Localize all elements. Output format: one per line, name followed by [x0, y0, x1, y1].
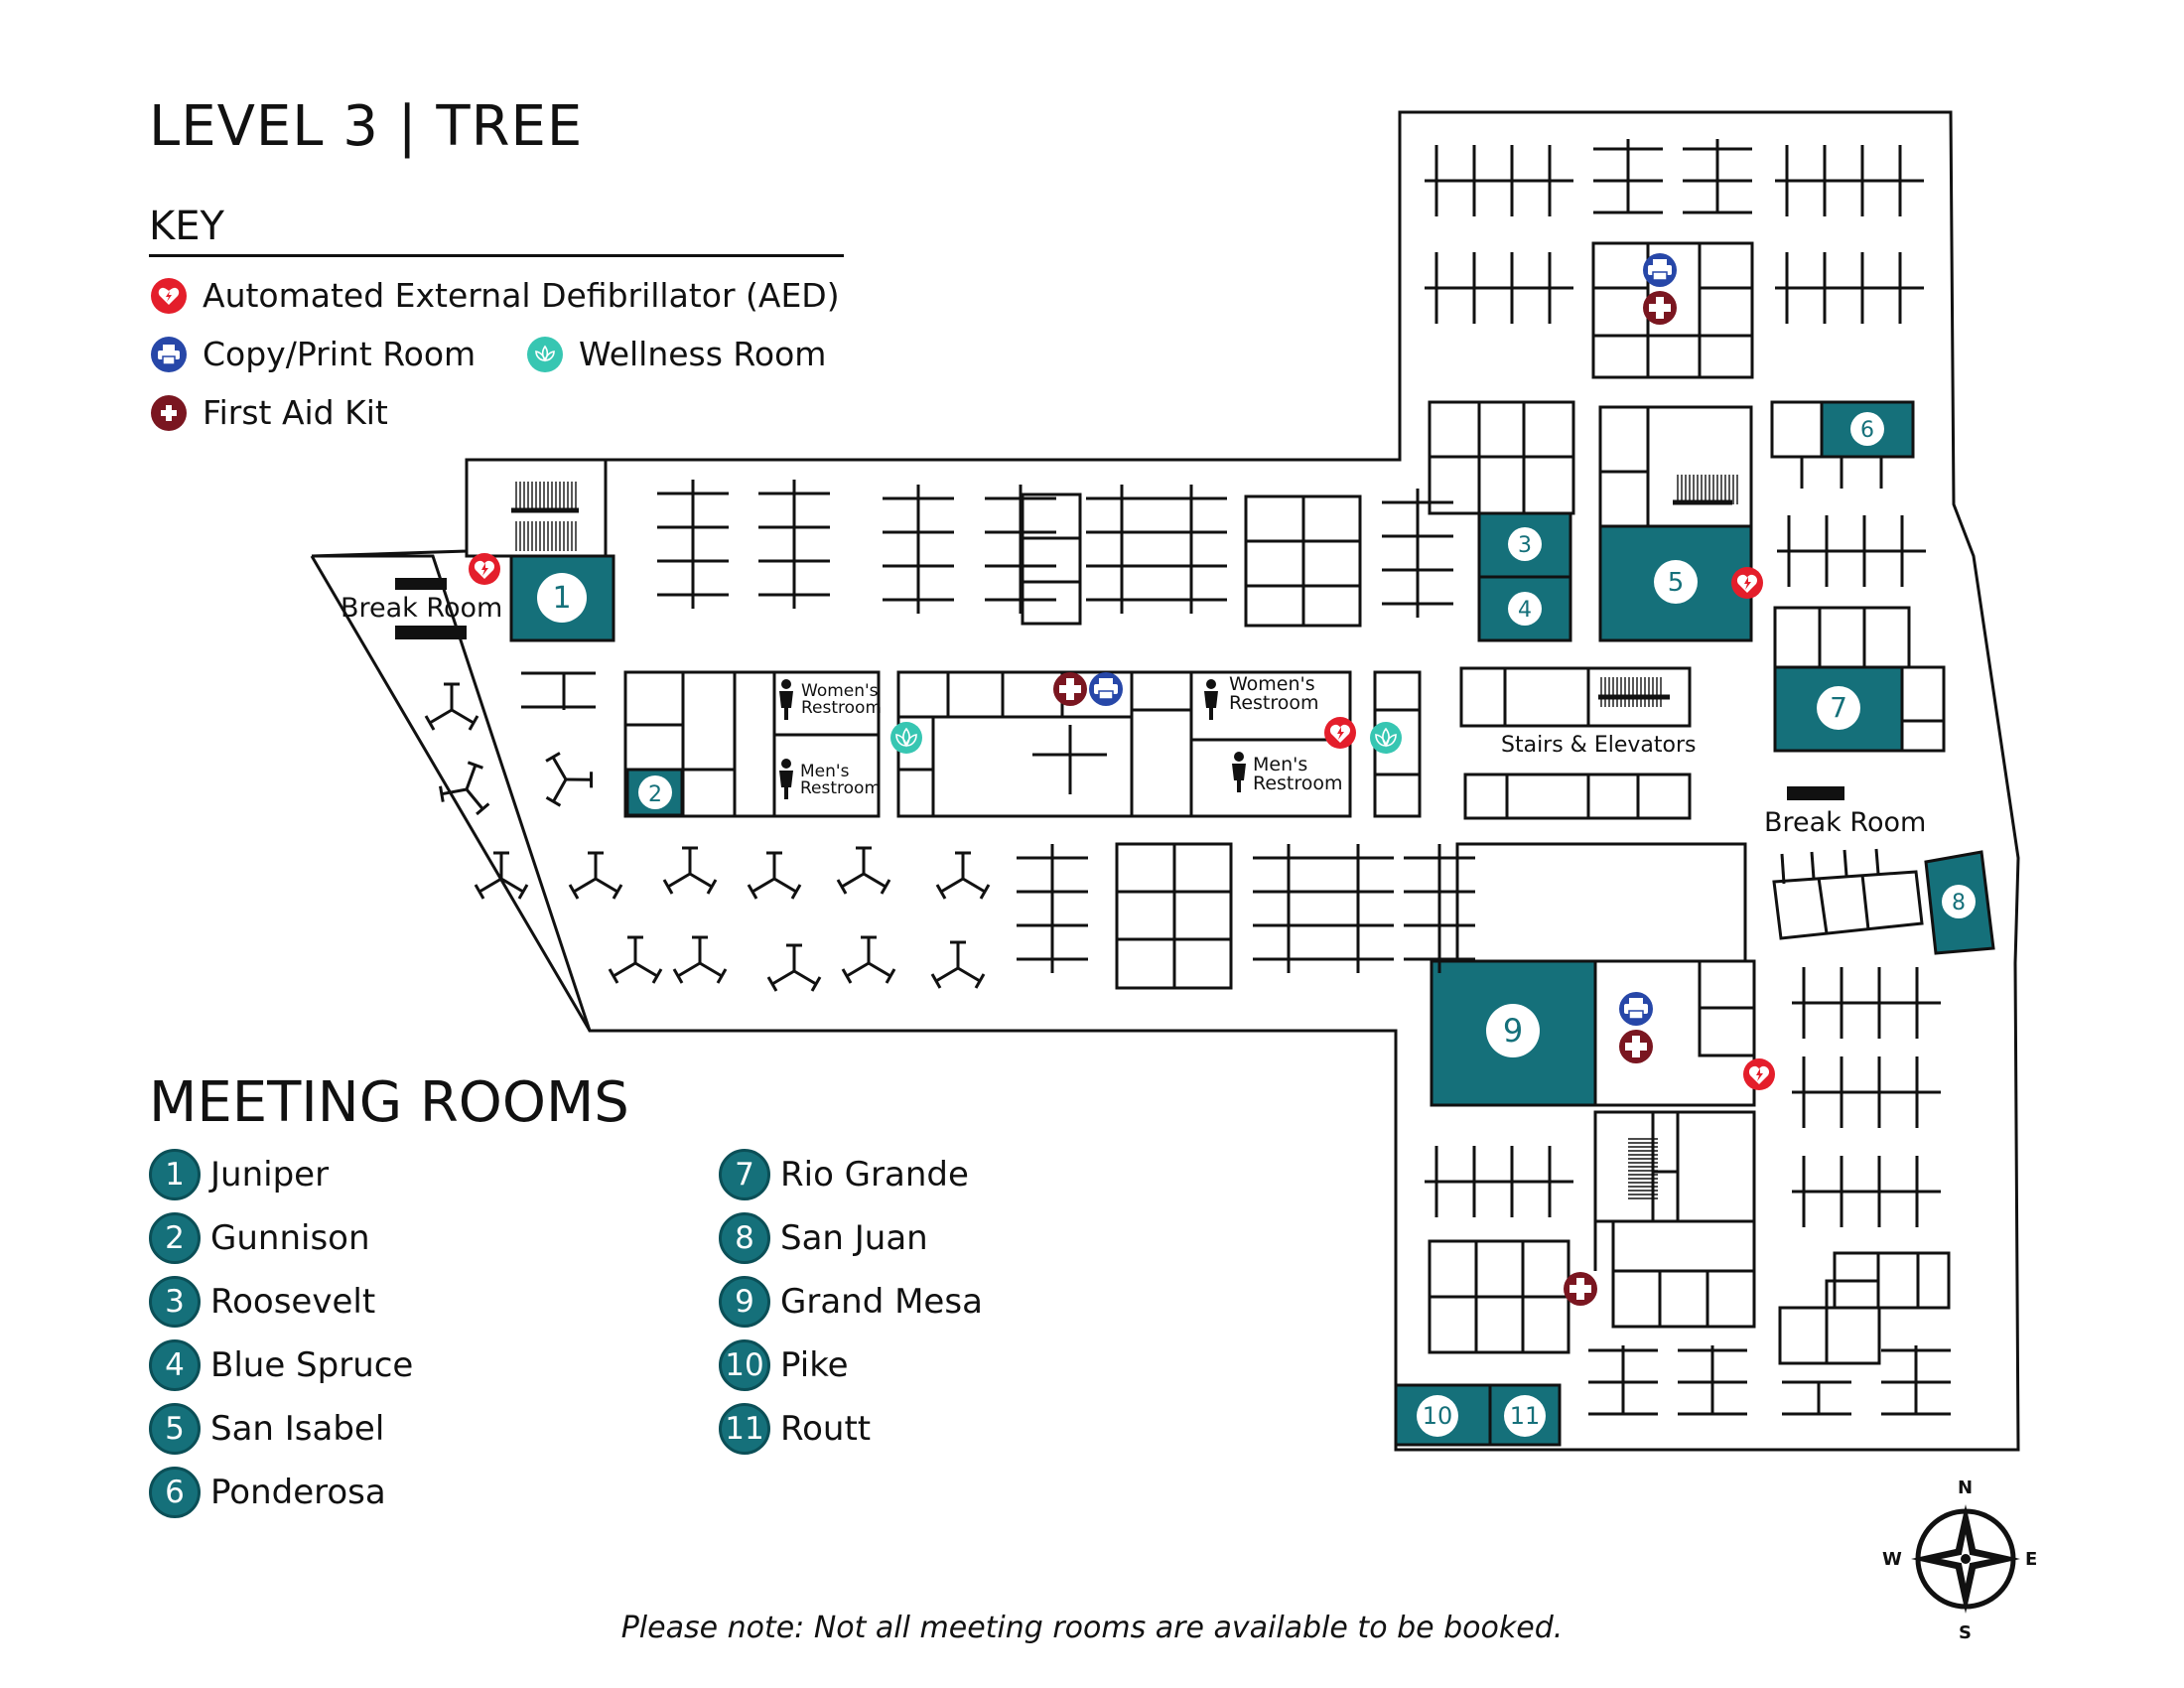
- compass-west: W: [1882, 1549, 1902, 1570]
- room-name: San Juan: [780, 1218, 928, 1258]
- compass-rose: [1911, 1504, 2020, 1614]
- south-wing: [395, 578, 1951, 1416]
- key-divider: [149, 254, 844, 257]
- womens-restroom-label-east: Women's Restroom: [1229, 673, 1319, 714]
- compass-east: E: [2025, 1549, 2038, 1570]
- room-number-badge: 6: [149, 1467, 201, 1518]
- room-number-badge: 7: [719, 1149, 770, 1200]
- room-number-badge: 4: [149, 1339, 201, 1391]
- room-number-badge: 2: [149, 1212, 201, 1264]
- svg-text:5: 5: [1668, 568, 1685, 598]
- aed-icon: [151, 277, 187, 314]
- break-room-east-label: Break Room: [1764, 807, 1927, 838]
- room-name: Routt: [780, 1409, 872, 1449]
- room-name: Juniper: [210, 1155, 330, 1195]
- room-number-badge: 9: [719, 1276, 770, 1328]
- first-aid-icon: [151, 394, 187, 431]
- compass-south: S: [1959, 1622, 1972, 1643]
- room-name: Blue Spruce: [210, 1345, 414, 1385]
- room-number-badge: 5: [149, 1403, 201, 1455]
- north-wing-desks: [1423, 139, 1946, 753]
- mens-restroom-label-west: Men's Restroom: [800, 762, 882, 798]
- booking-note: Please note: Not all meeting rooms are a…: [620, 1611, 1564, 1645]
- key-item-wellness: Wellness Room: [527, 335, 826, 373]
- stairs-elevators-label: Stairs & Elevators: [1501, 733, 1697, 758]
- page-title: LEVEL 3 | TREE: [149, 94, 584, 159]
- key-item-aed: Automated External Defibrillator (AED): [151, 276, 840, 315]
- mens-restroom-label-east: Men's Restroom: [1253, 754, 1343, 794]
- key-label-copy-print: Copy/Print Room: [203, 335, 477, 373]
- svg-text:1: 1: [552, 581, 571, 616]
- svg-text:9: 9: [1503, 1012, 1523, 1050]
- key-heading: KEY: [149, 204, 224, 249]
- copy-print-icon: [151, 336, 187, 372]
- key-label-aed: Automated External Defibrillator (AED): [203, 276, 840, 315]
- room-number-badge: 10: [719, 1339, 770, 1391]
- map-room-numbers: 1 2 3 4 5 6 7 8 9 10 11: [552, 418, 1966, 1430]
- room-number-badge: 8: [719, 1212, 770, 1264]
- room-name: Ponderosa: [210, 1473, 386, 1512]
- svg-text:11: 11: [1510, 1402, 1541, 1430]
- svg-text:4: 4: [1518, 598, 1532, 623]
- break-room-west-label: Break Room: [341, 593, 503, 624]
- compass-north: N: [1958, 1477, 1974, 1498]
- room-name: Grand Mesa: [780, 1282, 983, 1322]
- wellness-icon: [527, 336, 563, 372]
- svg-text:10: 10: [1423, 1402, 1453, 1430]
- womens-restroom-label-west: Women's Restroom: [801, 681, 883, 718]
- room-name: Gunnison: [210, 1218, 370, 1258]
- room-name: Roosevelt: [210, 1282, 376, 1322]
- meeting-rooms-heading: MEETING ROOMS: [149, 1070, 629, 1135]
- room-number-badge: 11: [719, 1403, 770, 1455]
- svg-text:6: 6: [1860, 418, 1874, 443]
- room-name: Pike: [780, 1345, 849, 1385]
- svg-text:7: 7: [1830, 691, 1847, 724]
- room-name: San Isabel: [210, 1409, 385, 1449]
- key-label-wellness: Wellness Room: [579, 335, 827, 373]
- room-number-badge: 3: [149, 1276, 201, 1328]
- key-label-first-aid: First Aid Kit: [203, 393, 388, 432]
- svg-text:3: 3: [1518, 533, 1532, 558]
- key-item-first-aid: First Aid Kit: [151, 393, 388, 432]
- room-name: Rio Grande: [780, 1155, 969, 1195]
- svg-text:2: 2: [648, 782, 662, 807]
- key-item-copy-print: Copy/Print Room: [151, 335, 476, 373]
- svg-text:8: 8: [1952, 891, 1966, 915]
- room-number-badge: 1: [149, 1149, 201, 1200]
